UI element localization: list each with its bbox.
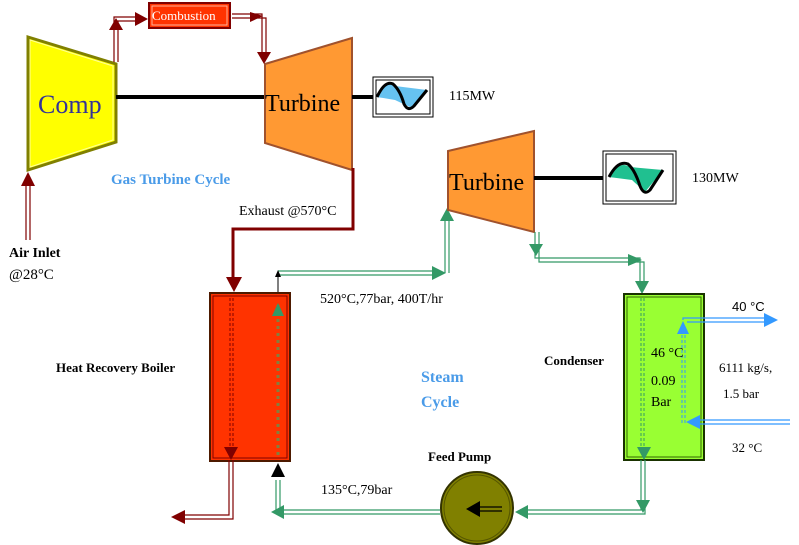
generator-steam [602,150,677,205]
heat-recovery-boiler [209,292,291,462]
hrsg-label: Heat Recovery Boiler [56,360,176,375]
steam-turbine-power: 130MW [692,171,739,186]
steam-out-label: 520°C,77bar, 400T/hr [320,292,443,307]
condenser-pressure-unit: Bar [651,395,672,410]
steam-turbine [447,129,535,234]
exhaust-label: Exhaust @570°C [239,204,337,219]
feed-pump [440,471,514,545]
condenser-pressure-value: 0.09 [651,374,676,389]
condenser-temp: 46 °C [651,346,684,361]
cooling-pressure: 1.5 bar [723,386,760,401]
steam-cycle-label-1: Steam [421,369,464,386]
feed-water-label: 135°C,79bar [321,483,393,498]
air-inlet-label: Air Inlet [9,246,61,261]
gas-turbine-power: 115MW [449,89,496,104]
combustion-chamber [148,2,231,29]
cooling-flow: 6111 kg/s, [719,360,773,375]
steam-cycle-label-2: Cycle [421,394,460,411]
exhaust-path [231,168,355,280]
gas-turbine-label: Turbine [265,91,341,117]
compressor-label: Comp [38,90,102,119]
cooling-out-temp: 40 °C [732,299,765,314]
condenser-label: Condenser [544,353,604,368]
feed-pump-label: Feed Pump [428,449,492,464]
gas-path [25,13,267,240]
air-inlet-temp: @28°C [9,267,54,283]
generator-gas [372,76,434,118]
gas-cycle-label: Gas Turbine Cycle [111,172,231,188]
steam-turbine-label: Turbine [449,170,525,196]
combustion-label: Combustion [152,8,216,23]
compressor [26,34,118,173]
cooling-in-temp: 32 °C [732,440,763,455]
